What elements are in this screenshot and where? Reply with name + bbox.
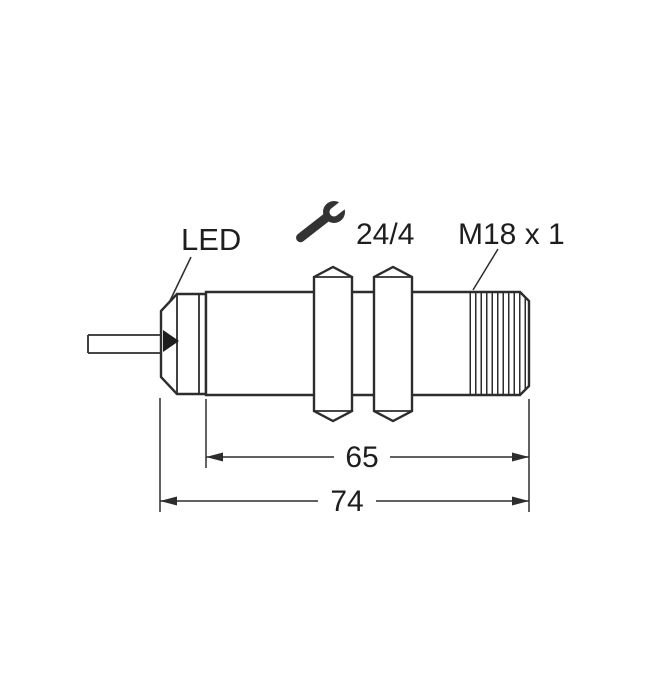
led-indicator <box>163 330 179 352</box>
thread-hatching <box>466 293 528 394</box>
rear-cap <box>159 292 208 396</box>
wrench-size-label: 24/4 <box>356 218 414 251</box>
thread-spec-label: M18 x 1 <box>458 218 565 251</box>
barrel <box>204 290 531 397</box>
thread-leader-line <box>472 248 499 291</box>
dimension-74-label: 74 <box>330 485 363 518</box>
cable <box>87 334 161 354</box>
dimension-65: 65 <box>205 399 530 512</box>
hex-nut-1 <box>312 265 354 423</box>
led-label: LED <box>181 222 241 257</box>
dimension-65-label: 65 <box>345 441 378 474</box>
hex-nut-2 <box>372 265 414 423</box>
wrench-icon <box>296 197 351 243</box>
dimension-74: 74 <box>159 398 529 518</box>
